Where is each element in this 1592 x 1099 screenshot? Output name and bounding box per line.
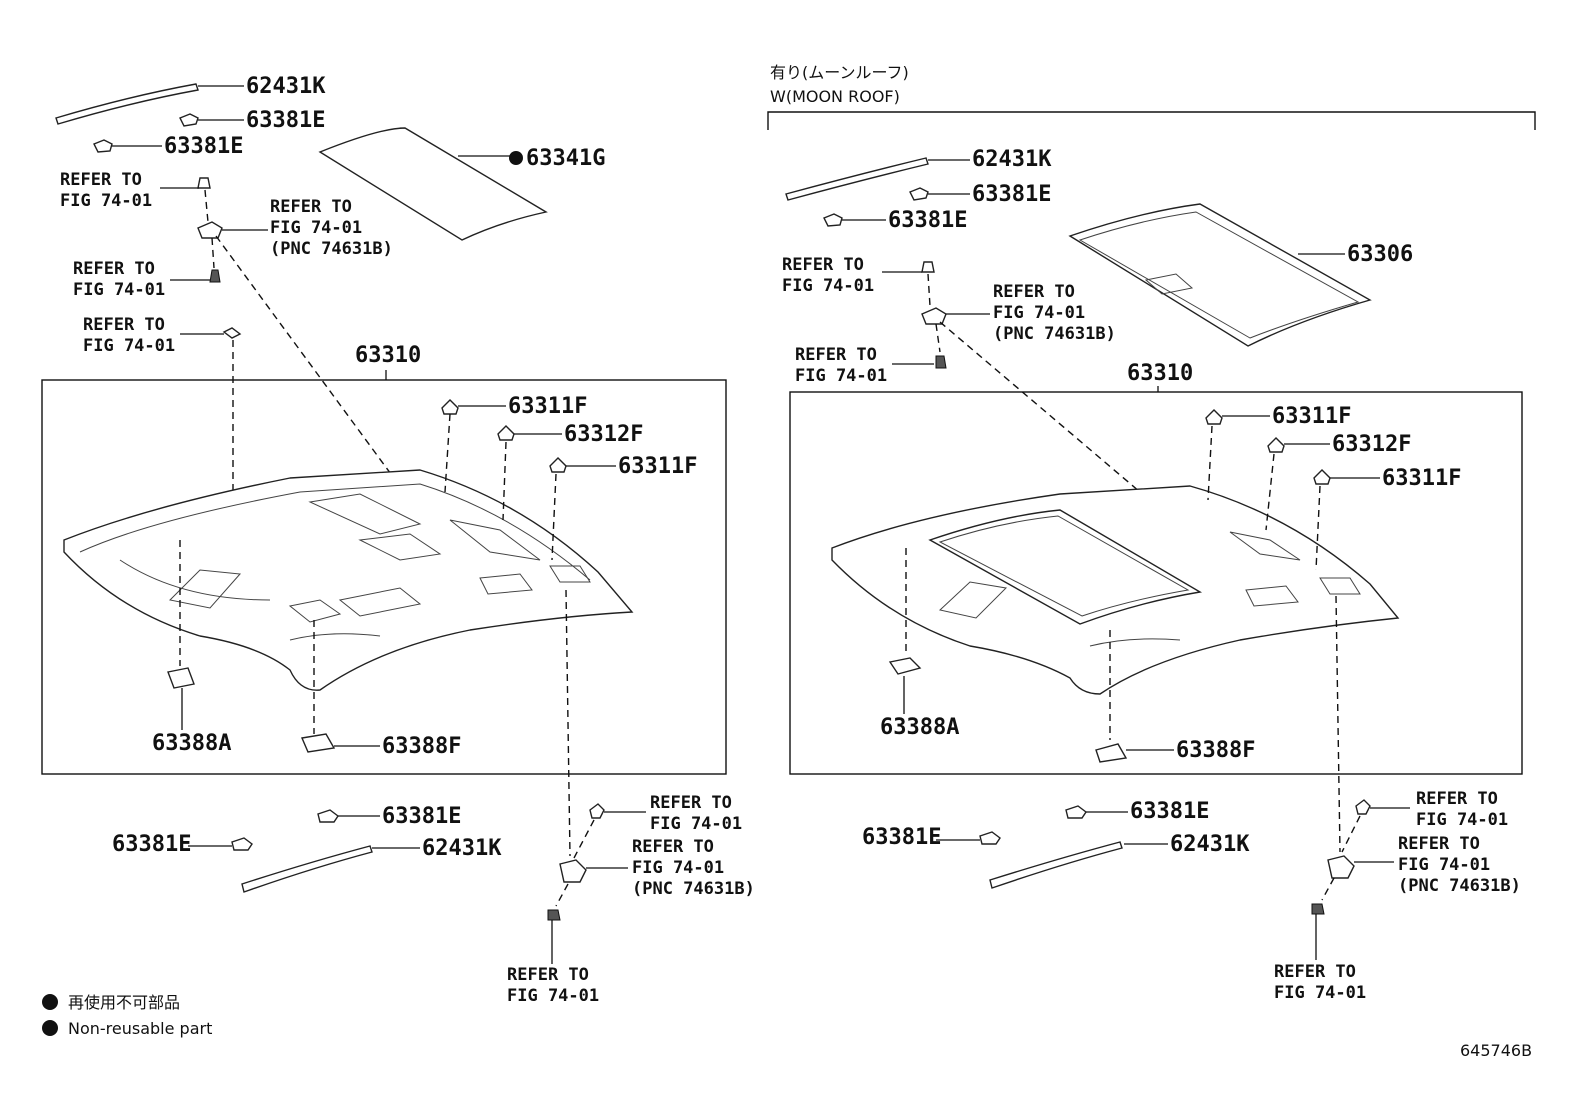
part-63381E-top-a-right: 63381E <box>972 182 1051 207</box>
part-62431K-top: 62431K <box>246 74 326 99</box>
part-63311F-b-right: 63311F <box>1382 466 1461 491</box>
molding-62431K-top <box>55 83 199 125</box>
part-63311F-b: 63311F <box>618 454 697 479</box>
lamp-63388F-right <box>1095 743 1128 763</box>
moon-roof-header-jp: 有り(ムーンルーフ) <box>770 63 909 82</box>
molding-62431K-top-right <box>785 157 929 201</box>
part-62431K-bot: 62431K <box>422 836 502 861</box>
headliner-frame <box>41 379 727 775</box>
part-63311F-a-right: 63311F <box>1272 404 1351 429</box>
headliner-frame-right <box>789 391 1523 775</box>
clip-63381E-bot-b <box>231 837 253 851</box>
part-63311F-a: 63311F <box>508 394 587 419</box>
moonroof-opening <box>928 509 1203 625</box>
clip-63311F-a <box>441 399 459 415</box>
clip-63311F-b-right <box>1313 469 1331 485</box>
part-63388F: 63388F <box>382 734 461 759</box>
sunshade-63306 <box>1068 203 1372 347</box>
part-63388A-right: 63388A <box>880 715 959 740</box>
part-63312F-right: 63312F <box>1332 432 1411 457</box>
clip-63311F-a-right <box>1205 409 1223 425</box>
right-panel: 有り(ムーンルーフ) W(MOON ROOF) 62431K 63381E 63… <box>767 63 1536 1003</box>
legend: 再使用不可部品 Non-reusable part <box>42 993 212 1038</box>
legend-text-jp: 再使用不可部品 <box>68 993 180 1012</box>
legend-bullet-en <box>42 1020 58 1036</box>
clip-63311F-b <box>549 457 567 473</box>
molding-62431K-bot-right <box>989 841 1123 889</box>
part-63310: 63310 <box>355 343 421 368</box>
moon-roof-header-en: W(MOON ROOF) <box>770 87 900 106</box>
part-63388A: 63388A <box>152 731 231 756</box>
clip-63381E-top-b-right <box>823 213 843 227</box>
clip-63381E-top-b <box>93 139 113 153</box>
figure-id: 645746B <box>1460 1041 1532 1060</box>
pad-63341G <box>318 127 548 241</box>
part-63341G: 63341G <box>526 146 605 171</box>
clip-74631B-right-top <box>921 307 947 325</box>
part-63381E-bot-a-right: 63381E <box>1130 799 1209 824</box>
part-63306: 63306 <box>1347 242 1413 267</box>
non-reusable-mark-63341G <box>509 151 523 165</box>
clip-63312F-right <box>1267 437 1285 453</box>
clip-63381E-bot-a <box>317 809 339 823</box>
part-63312F: 63312F <box>564 422 643 447</box>
legend-bullet-jp <box>42 994 58 1010</box>
lamp-63388A <box>167 667 195 689</box>
clip-63381E-bot-a-right <box>1065 805 1087 819</box>
lamp-63388A-right <box>888 657 922 675</box>
part-63381E-bot-a: 63381E <box>382 804 461 829</box>
headliner-63310 <box>63 469 634 691</box>
clip-74631B-right-bot <box>1327 855 1355 879</box>
lamp-63388F <box>301 733 336 753</box>
clip-74631B-left-top <box>197 221 223 239</box>
part-62431K-bot-right: 62431K <box>1170 832 1250 857</box>
part-62431K-top-right: 62431K <box>972 147 1052 172</box>
clip-63381E-bot-b-right <box>979 831 1001 845</box>
part-63381E-bot-b-right: 63381E <box>862 825 941 850</box>
legend-text-en: Non-reusable part <box>68 1019 212 1038</box>
molding-62431K-bot <box>241 845 373 893</box>
part-63381E-top-b: 63381E <box>164 134 243 159</box>
part-63381E-top-b-right: 63381E <box>888 208 967 233</box>
part-63381E-top-a: 63381E <box>246 108 325 133</box>
clip-74631B-left-bot <box>559 859 587 883</box>
part-63310-right: 63310 <box>1127 361 1193 386</box>
part-63388F-right: 63388F <box>1176 738 1255 763</box>
clip-63381E-top-a-right <box>909 187 929 201</box>
part-63381E-bot-b: 63381E <box>112 832 191 857</box>
clip-63312F <box>497 425 515 441</box>
clip-63381E-top-a <box>179 113 199 127</box>
